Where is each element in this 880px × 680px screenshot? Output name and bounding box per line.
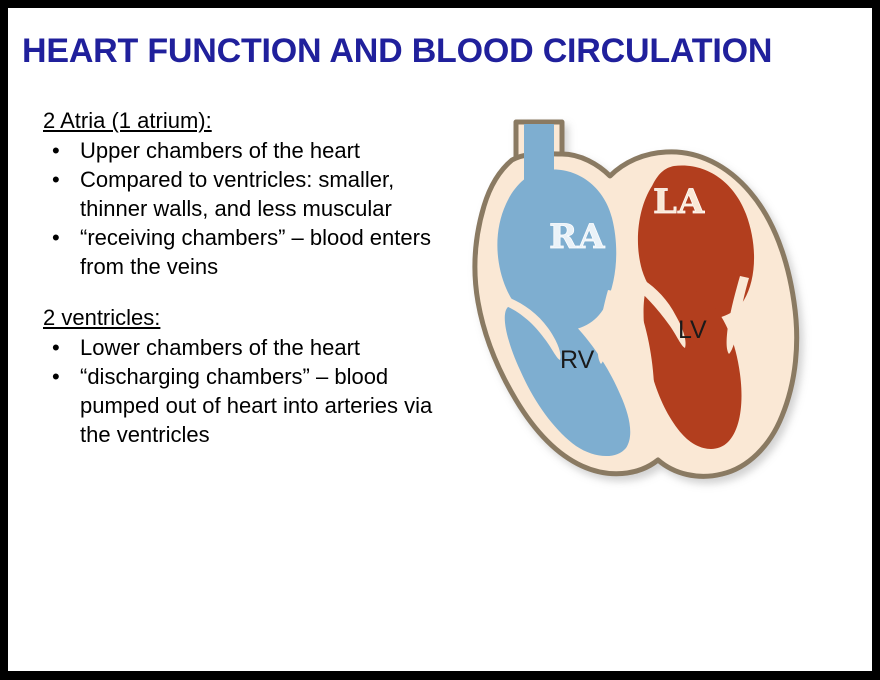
slide-canvas: HEART FUNCTION AND BLOOD CIRCULATION 2 A… (8, 8, 872, 671)
mitral-valve-leaflet-right (726, 276, 749, 354)
right-atrium-chamber (497, 169, 617, 331)
tricuspid-valve-leaflet-left (506, 298, 561, 360)
label-right-atrium: RA (549, 217, 606, 257)
page-title: HEART FUNCTION AND BLOOD CIRCULATION (22, 32, 773, 70)
section-ventricles: 2 ventricles: • Lower chambers of the he… (43, 303, 443, 449)
bullet-dot-icon: • (52, 335, 60, 360)
mitral-valve-leaflet-left (638, 280, 686, 348)
bullet-dot-icon: • (52, 364, 60, 389)
section-heading-ventricles: 2 ventricles: (43, 305, 161, 330)
left-atrium-chamber (637, 165, 755, 320)
list-item: • “receiving chambers” – blood enters fr… (43, 223, 443, 281)
bullet-list-ventricles: • Lower chambers of the heart • “dischar… (43, 333, 443, 449)
label-right-ventricle: RV (560, 346, 595, 374)
bullet-dot-icon: • (52, 167, 60, 192)
list-item: • Upper chambers of the heart (43, 136, 443, 165)
list-item: • “discharging chambers” – blood pumped … (43, 362, 443, 449)
right-ventricle-chamber (504, 301, 631, 457)
heart-diagram: RA LA RV LV (448, 108, 816, 500)
content-column: 2 Atria (1 atrium): • Upper chambers of … (43, 106, 443, 449)
bullet-text: Upper chambers of the heart (80, 138, 361, 163)
bullet-text: Compared to ventricles: smaller, thinner… (80, 167, 395, 221)
interventricular-septum (620, 294, 655, 464)
bullet-dot-icon: • (52, 138, 60, 163)
bullet-text: “discharging chambers” – blood pumped ou… (80, 364, 433, 447)
left-ventricle-chamber (643, 283, 742, 449)
label-left-atrium: LA (653, 182, 705, 222)
tricuspid-valve-leaflet-right (597, 290, 619, 364)
list-item: • Lower chambers of the heart (43, 333, 443, 362)
section-heading-atria: 2 Atria (1 atrium): (43, 108, 212, 133)
bullet-text: Lower chambers of the heart (80, 335, 361, 360)
bullet-dot-icon: • (52, 225, 60, 250)
heart-chambers-group (497, 124, 755, 464)
list-item: • Compared to ventricles: smaller, thinn… (43, 165, 443, 223)
section-atria: 2 Atria (1 atrium): • Upper chambers of … (43, 106, 443, 281)
bullet-list-atria: • Upper chambers of the heart • Compared… (43, 136, 443, 281)
label-left-ventricle: LV (678, 316, 707, 344)
bullet-text: “receiving chambers” – blood enters from… (80, 225, 431, 279)
